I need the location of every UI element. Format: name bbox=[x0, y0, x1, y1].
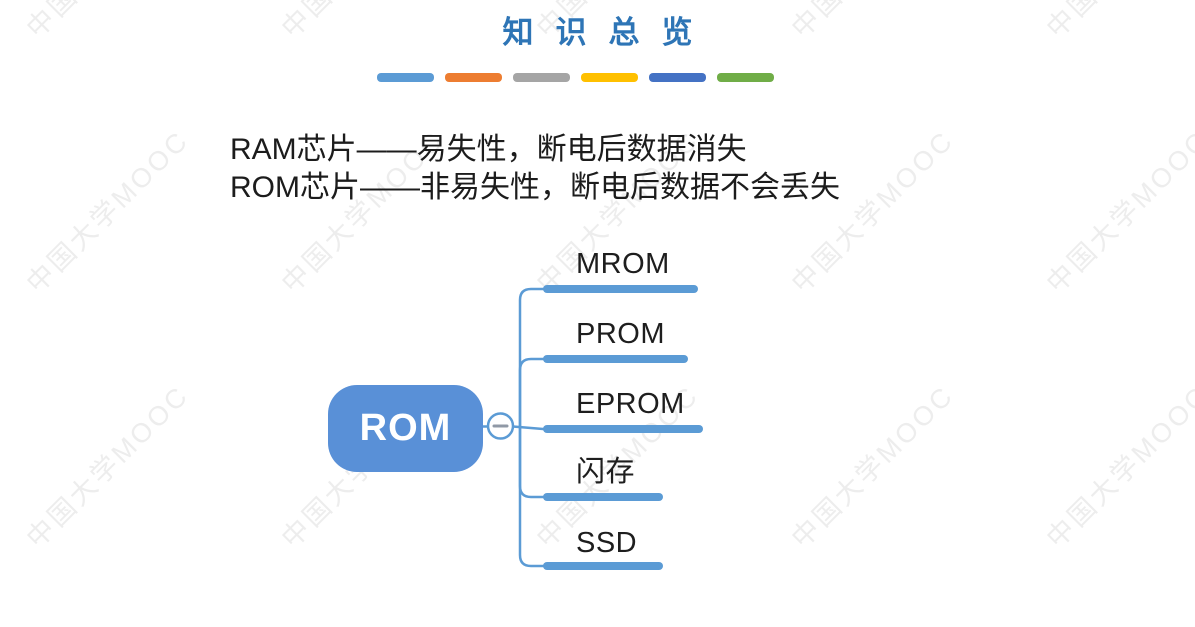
divider-dash bbox=[377, 73, 434, 82]
divider-dash bbox=[513, 73, 570, 82]
connector-mrom bbox=[518, 287, 545, 428]
branch-bar-eprom bbox=[543, 425, 703, 433]
note-line-ram: RAM芯片——易失性，断电后数据消失 bbox=[230, 133, 747, 166]
branch-bar-flash bbox=[543, 493, 663, 501]
branch-label-ssd: SSD bbox=[576, 527, 638, 559]
title-wrap: 知识总览 bbox=[0, 14, 1195, 52]
connector-prom bbox=[518, 357, 545, 428]
note-line-rom: ROM芯片——非易失性，断电后数据不会丢失 bbox=[230, 170, 840, 204]
branch-bar-mrom bbox=[543, 285, 698, 293]
mindmap-root-node: ROM bbox=[328, 385, 483, 472]
branch-label-mrom: MROM bbox=[576, 248, 670, 280]
branch-label-eprom: EPROM bbox=[576, 388, 685, 420]
divider-dash bbox=[581, 73, 638, 82]
notes-block: RAM芯片——易失性，断电后数据消失 ROM芯片——非易失性，断电后数据不会丢失 bbox=[230, 131, 840, 206]
root-node-label: ROM bbox=[359, 407, 452, 449]
branch-bar-prom bbox=[543, 355, 688, 363]
divider-dash bbox=[445, 73, 502, 82]
slide-title: 知识总览 bbox=[502, 15, 715, 50]
connector-flash bbox=[518, 425, 545, 499]
divider-dash bbox=[649, 73, 706, 82]
connector-eprom bbox=[511, 425, 545, 431]
connector-ssd bbox=[518, 425, 545, 568]
branch-label-prom: PROM bbox=[576, 318, 665, 350]
branch-bar-ssd bbox=[543, 562, 663, 570]
collapse-toggle bbox=[486, 412, 515, 440]
divider-dash bbox=[717, 73, 774, 82]
branch-label-flash: 闪存 bbox=[576, 456, 636, 488]
title-divider bbox=[377, 73, 774, 82]
